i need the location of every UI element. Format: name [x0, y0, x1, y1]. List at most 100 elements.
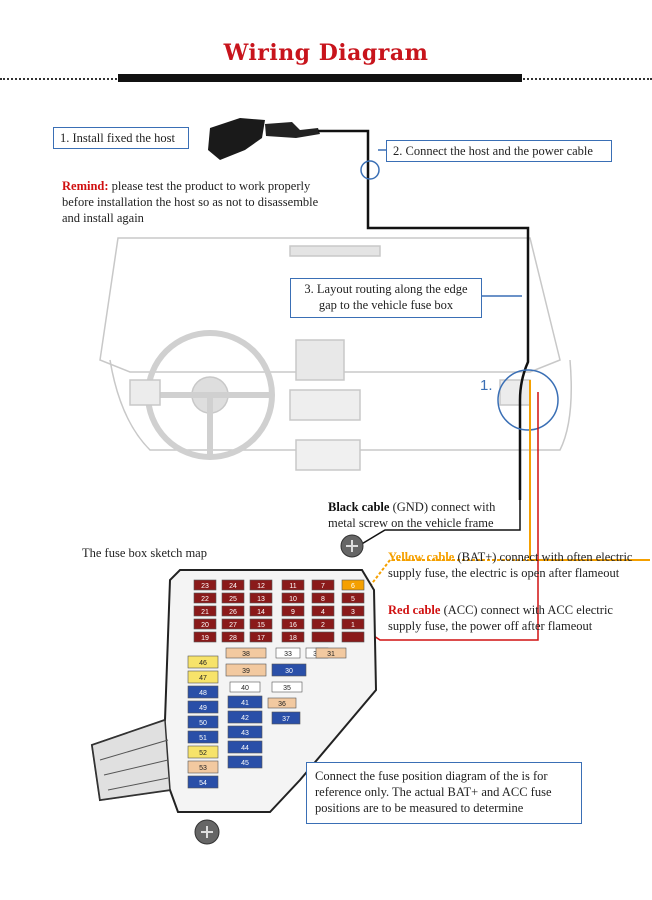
fuse-slot [341, 631, 365, 643]
lower-screw-icon [194, 819, 220, 845]
fuse-slot [221, 579, 245, 591]
fuse-slot [227, 740, 263, 754]
page-title: Wiring Diagram [223, 40, 429, 66]
red-cable-note: Red cable (ACC) connect with ACC electri… [388, 602, 652, 634]
fuse-label: 22 [201, 596, 209, 603]
fuse-box-caption: The fuse box sketch map [82, 546, 207, 560]
fuse-slot [187, 670, 219, 684]
fuse-slot [281, 631, 305, 643]
fuse-slot [311, 618, 335, 630]
fuse-slot [311, 592, 335, 604]
fuse-label: 49 [199, 705, 207, 712]
step3-line2: gap to the vehicle fuse box [318, 298, 454, 312]
yellow-cable-label: Yellow cable [388, 550, 455, 564]
fuse-label: 18 [289, 635, 297, 642]
fuse-label: 46 [199, 660, 207, 667]
fuse-label: 15 [257, 622, 265, 629]
step1-label: 1. Install fixed the host [53, 127, 189, 149]
remind-label: Remind: [62, 179, 109, 193]
fuse-slot [229, 681, 261, 693]
fuse-slot [221, 631, 245, 643]
remind-text2: before installation the host so as not t… [62, 195, 319, 209]
black-cable-text1: (GND) connect with [389, 500, 496, 514]
fuse-label: 43 [241, 730, 249, 737]
fuse-slot [187, 760, 219, 774]
fuse-slot [227, 695, 263, 709]
fuse-label: 8 [321, 596, 325, 603]
fuse-label: 1 [351, 622, 355, 629]
fuse-label: 38 [242, 651, 250, 658]
fuse-slot [225, 663, 267, 677]
fuse-label: 11 [289, 583, 296, 590]
fuse-slot [187, 655, 219, 669]
fuse-slot [227, 710, 263, 724]
fuse-label: 42 [241, 715, 249, 722]
fuse-label: 28 [229, 635, 237, 642]
fuse-slot [341, 605, 365, 617]
fuse-slot [193, 618, 217, 630]
fuse-label: 44 [241, 745, 249, 752]
fuse-label: 2 [321, 622, 325, 629]
yellow-cable-text2: supply fuse, the electric is open after … [388, 566, 620, 580]
black-cable-route [318, 129, 530, 500]
fuse-label: 16 [289, 622, 297, 629]
fuse-slot [341, 592, 365, 604]
note-line3: positions are to be measured to determin… [315, 801, 524, 815]
note-line2: reference only. The actual BAT+ and ACC … [315, 785, 552, 799]
fuse-label: 21 [201, 609, 209, 616]
fuse-label: 54 [199, 780, 207, 787]
remind-note: Remind: please test the product to work … [62, 178, 362, 226]
step3-line1: 3. Layout routing along the edge [304, 282, 468, 296]
yellow-cable-note: Yellow cable (BAT+) connect with often e… [388, 549, 652, 581]
fuse-label: 47 [199, 675, 207, 682]
fuse-slot [311, 605, 335, 617]
fuse-slot [249, 631, 273, 643]
remind-text3: and install again [62, 211, 144, 225]
fuse-label: 19 [201, 635, 209, 642]
fuse-label: 4 [321, 609, 325, 616]
ground-screw-icon [340, 534, 364, 558]
fuse-label: 39 [242, 668, 250, 675]
step-marker: 1. [480, 377, 493, 394]
fuse-label: 25 [229, 596, 237, 603]
fuse-slot [341, 579, 365, 591]
fuse-slot [221, 618, 245, 630]
fuse-slot [275, 647, 301, 659]
fuse-slot [271, 711, 301, 725]
fuse-slot [249, 579, 273, 591]
fuse-slot [227, 755, 263, 769]
fuse-label: 27 [229, 622, 237, 629]
fuse-slot [341, 618, 365, 630]
fuse-slot [193, 579, 217, 591]
fuse-slot [187, 715, 219, 729]
fuse-slot [281, 618, 305, 630]
fuse-slot [221, 592, 245, 604]
black-cable-label: Black cable [328, 500, 390, 514]
fuse-label: 31 [327, 651, 335, 658]
fuse-slot [187, 775, 219, 789]
remind-text1: please test the product to work properly [108, 179, 311, 193]
fuse-label: 35 [283, 685, 291, 692]
connector-highlight [360, 160, 380, 180]
fuse-slot [225, 647, 267, 659]
fuse-label: 45 [241, 760, 249, 767]
fuse-label: 40 [241, 685, 249, 692]
fuse-entry-highlight [497, 369, 559, 431]
red-cable-text2: supply fuse, the power off after flameou… [388, 619, 593, 633]
fuse-label: 6 [351, 583, 355, 590]
title-divider-bar [118, 74, 522, 82]
fuse-label: 13 [257, 596, 265, 603]
fuse-label: 48 [199, 690, 207, 697]
fuse-slot [315, 647, 347, 659]
yellow-cable-route [529, 380, 650, 561]
fuse-slot [249, 618, 273, 630]
fuse-label: 51 [199, 735, 207, 742]
fuse-label: 20 [201, 622, 209, 629]
fuse-slot [281, 579, 305, 591]
fuse-slot [221, 605, 245, 617]
step2-label: 2. Connect the host and the power cable [386, 140, 612, 162]
fuse-label: 10 [289, 596, 297, 603]
fuse-slot [249, 592, 273, 604]
fuse-slot [187, 685, 219, 699]
